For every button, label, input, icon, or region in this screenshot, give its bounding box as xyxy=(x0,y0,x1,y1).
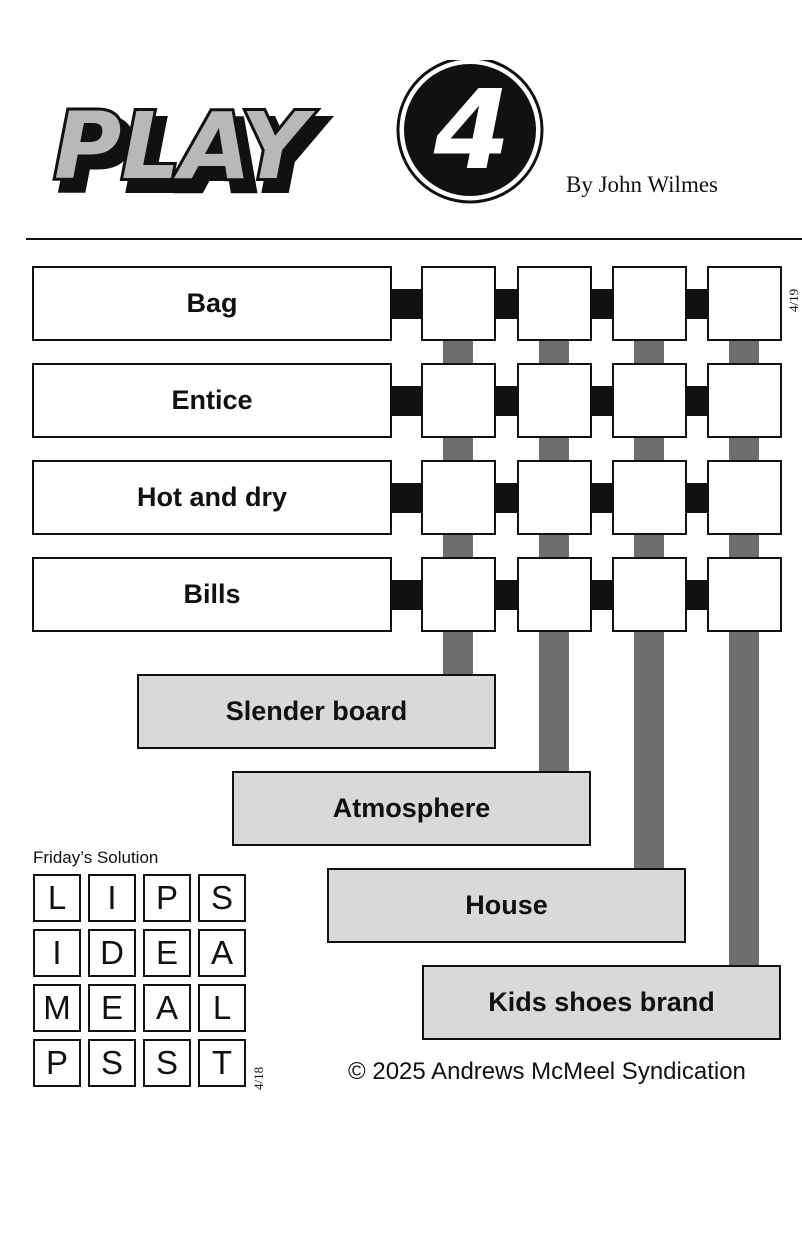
grid-cell-r2c2[interactable] xyxy=(517,363,592,438)
row-clue-3: Hot and dry xyxy=(32,460,392,535)
grid-cell-r1c4[interactable] xyxy=(707,266,782,341)
solution-cell: E xyxy=(143,929,191,977)
solution-title: Friday’s Solution xyxy=(33,848,159,867)
column-clue-2: Atmosphere xyxy=(232,771,591,846)
solution-cell: I xyxy=(88,874,136,922)
column-connector-4 xyxy=(729,340,759,967)
row-clue-2: Entice xyxy=(32,363,392,438)
row-connector xyxy=(495,386,518,416)
row-clue-1: Bag xyxy=(32,266,392,341)
row-connector xyxy=(495,483,518,513)
row-connector xyxy=(686,289,708,319)
row-connector xyxy=(391,580,423,610)
solution-cell: L xyxy=(198,984,246,1032)
header-rule xyxy=(26,238,802,240)
grid-cell-r1c3[interactable] xyxy=(612,266,687,341)
row-connector xyxy=(591,580,613,610)
svg-text:PLAY: PLAY xyxy=(54,93,316,200)
solution-cell: S xyxy=(198,874,246,922)
row-connector xyxy=(391,483,423,513)
grid-cell-r4c1[interactable] xyxy=(421,557,496,632)
grid-cell-r4c3[interactable] xyxy=(612,557,687,632)
row-connector xyxy=(391,289,423,319)
grid-cell-r1c2[interactable] xyxy=(517,266,592,341)
svg-text:PLAY: PLAY xyxy=(62,103,324,210)
grid-cell-r3c4[interactable] xyxy=(707,460,782,535)
row-connector xyxy=(495,580,518,610)
grid-cell-r4c4[interactable] xyxy=(707,557,782,632)
row-connector xyxy=(591,483,613,513)
solution-cell: E xyxy=(88,984,136,1032)
solution-cell: P xyxy=(143,874,191,922)
solution-date: 4/18 xyxy=(251,1066,266,1090)
row-connector xyxy=(686,386,708,416)
solution-cell: S xyxy=(88,1039,136,1087)
grid-cell-r1c1[interactable] xyxy=(421,266,496,341)
solution-cell: A xyxy=(143,984,191,1032)
svg-text:4: 4 xyxy=(433,66,511,194)
puzzle-date: 4/19 xyxy=(786,288,801,312)
solution-cell: S xyxy=(143,1039,191,1087)
grid-cell-r2c3[interactable] xyxy=(612,363,687,438)
row-connector xyxy=(495,289,518,319)
play4-logo: PLAY PLAY PLAY 4 xyxy=(51,60,544,215)
column-clue-1: Slender board xyxy=(137,674,496,749)
grid-cell-r3c1[interactable] xyxy=(421,460,496,535)
grid-cell-r2c4[interactable] xyxy=(707,363,782,438)
grid-cell-r3c2[interactable] xyxy=(517,460,592,535)
row-connector xyxy=(391,386,423,416)
column-clue-4: Kids shoes brand xyxy=(422,965,781,1040)
row-connector xyxy=(591,386,613,416)
solution-cell: P xyxy=(33,1039,81,1087)
solution-cell: D xyxy=(88,929,136,977)
row-connector xyxy=(591,289,613,319)
byline: By John Wilmes xyxy=(566,172,718,197)
grid-cell-r3c3[interactable] xyxy=(612,460,687,535)
grid-cell-r2c1[interactable] xyxy=(421,363,496,438)
column-clue-3: House xyxy=(327,868,686,943)
copyright: © 2025 Andrews McMeel Syndication xyxy=(348,1058,746,1085)
row-clue-4: Bills xyxy=(32,557,392,632)
solution-cell: M xyxy=(33,984,81,1032)
solution-cell: A xyxy=(198,929,246,977)
solution-cell: I xyxy=(33,929,81,977)
grid-cell-r4c2[interactable] xyxy=(517,557,592,632)
solution-cell: L xyxy=(33,874,81,922)
solution-cell: T xyxy=(198,1039,246,1087)
row-connector xyxy=(686,483,708,513)
row-connector xyxy=(686,580,708,610)
svg-text:PLAY: PLAY xyxy=(54,93,316,200)
